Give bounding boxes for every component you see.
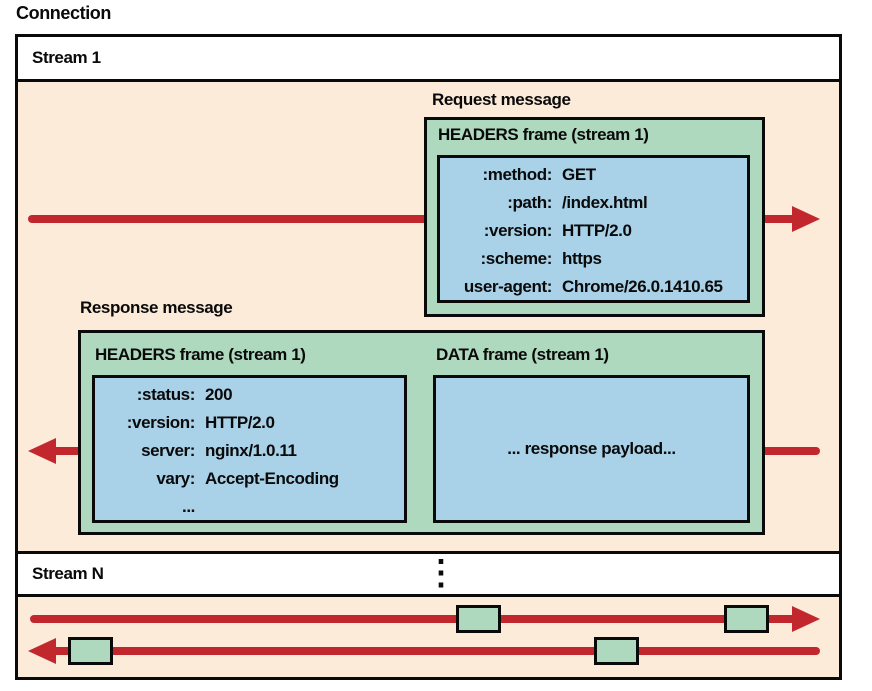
response-message-label: Response message — [80, 298, 233, 317]
header-key: server: — [141, 441, 195, 460]
streamN-frame-box — [724, 605, 769, 633]
header-key: user-agent: — [463, 277, 553, 296]
request-arrowhead-icon — [792, 206, 820, 232]
request-message-label: Request message — [432, 90, 571, 109]
streamN-left-arrow-line — [54, 647, 820, 655]
streamN-right-arrowhead-icon — [792, 606, 820, 632]
header-value: nginx/1.0.11 — [205, 441, 297, 460]
header-value: Chrome/26.0.1410.65 — [562, 277, 723, 296]
header-value: Accept-Encoding — [205, 469, 339, 488]
streamN-frame-box — [456, 605, 501, 633]
streamN-frame-box — [594, 637, 639, 665]
header-key: ... — [182, 497, 195, 516]
response-data-payload-box: ... response payload... — [433, 375, 750, 523]
response-data-frame-title: DATA frame (stream 1) — [436, 345, 609, 364]
response-arrow-line-right — [765, 447, 820, 455]
response-arrowhead-icon — [28, 438, 56, 464]
response-headers-list: :status: 200 :version: HTTP/2.0 server: … — [92, 375, 407, 523]
response-headers-frame-title: HEADERS frame (stream 1) — [95, 345, 306, 364]
header-key: :status: — [136, 385, 196, 404]
streamN-left-arrowhead-icon — [28, 638, 56, 664]
header-value: https — [562, 249, 602, 268]
streamN-header-row: Stream N — [15, 551, 842, 597]
header-value — [205, 493, 404, 521]
streamN-label: Stream N — [32, 564, 104, 583]
request-headers-list: :method: GET :path: /index.html :version… — [437, 155, 750, 303]
header-key: :path: — [507, 193, 552, 212]
vertical-ellipsis-icon: ⋮ — [424, 554, 458, 592]
header-value: 200 — [205, 385, 233, 404]
header-value: HTTP/2.0 — [205, 413, 275, 432]
stream1-label: Stream 1 — [32, 48, 101, 67]
streamN-frame-box — [68, 637, 113, 665]
header-value: /index.html — [562, 193, 648, 212]
response-payload-text: ... response payload... — [507, 439, 676, 458]
connection-label: Connection — [16, 3, 111, 23]
header-key: :scheme: — [480, 249, 553, 268]
header-key: vary: — [156, 469, 195, 488]
streamN-right-arrow-line — [30, 615, 792, 623]
header-key: :version: — [126, 413, 196, 432]
header-value: GET — [562, 165, 596, 184]
request-arrow-line-left — [28, 215, 424, 223]
header-key: :version: — [483, 221, 553, 240]
request-arrow-line-right — [765, 215, 792, 223]
streamN-content-area — [15, 594, 842, 680]
stream1-header-row: Stream 1 — [15, 34, 842, 82]
response-arrow-line-left — [54, 447, 78, 455]
header-key: :method: — [482, 165, 552, 184]
header-value: HTTP/2.0 — [562, 221, 632, 240]
request-headers-frame-title: HEADERS frame (stream 1) — [438, 125, 649, 144]
